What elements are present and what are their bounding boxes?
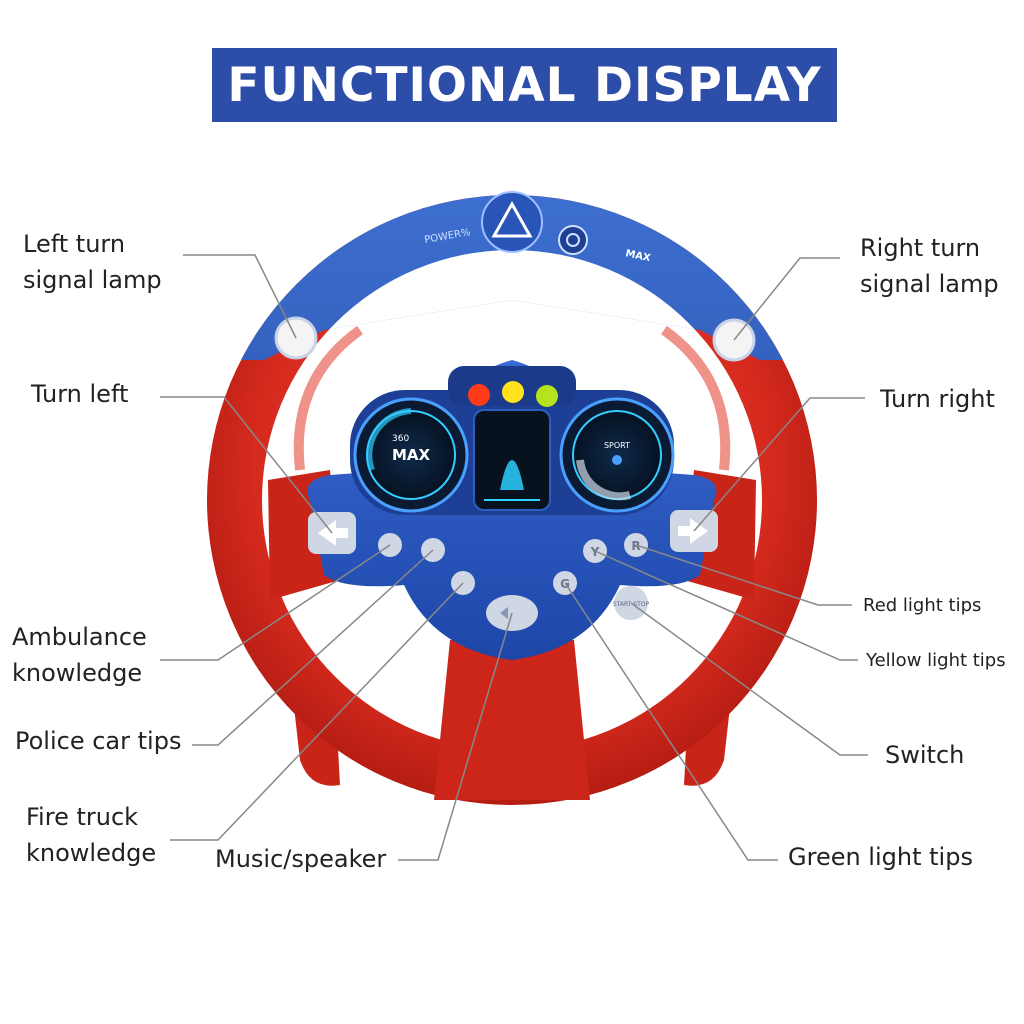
label-line: Right turn — [860, 234, 981, 262]
left-turn-lamp-label: Left turn signal lamp — [23, 226, 162, 298]
right-gauge: SPORT — [559, 397, 675, 513]
label-line: knowledge — [12, 659, 143, 687]
right-gauge-label: SPORT — [604, 441, 630, 450]
right-turn-lamp-label: Right turn signal lamp — [860, 230, 999, 302]
green-light-icon — [536, 385, 558, 407]
red-light-label: Red light tips — [863, 595, 982, 616]
left-gauge: 360 MAX — [353, 397, 469, 513]
label-line: Ambulance — [12, 623, 147, 651]
police-label: Police car tips — [15, 727, 182, 755]
fire-truck-label: Fire truck knowledge — [26, 799, 156, 871]
max-text: MAX — [624, 248, 651, 264]
yellow-light-label: Yellow light tips — [866, 650, 1006, 671]
label-line: signal lamp — [23, 266, 162, 294]
turn-right-label: Turn right — [880, 385, 995, 413]
left-gauge-value: 360 — [392, 434, 409, 444]
gauge-center-icon — [612, 455, 622, 465]
left-gauge-label: MAX — [392, 446, 431, 464]
leader-lines — [160, 254, 868, 861]
label-line: Left turn — [23, 230, 126, 258]
switch-button-text: START STOP — [613, 601, 650, 608]
music-label: Music/speaker — [215, 845, 387, 873]
red-button-letter: R — [631, 539, 640, 553]
turn-left-label: Turn left — [31, 380, 129, 408]
switch-label: Switch — [885, 741, 965, 769]
red-light-icon — [468, 384, 490, 406]
ambulance-label: Ambulance knowledge — [12, 619, 147, 691]
yellow-light-icon — [502, 381, 524, 403]
car-icon — [500, 460, 524, 490]
center-screen — [473, 409, 551, 511]
label-line: knowledge — [26, 839, 157, 867]
title-banner: FUNCTIONAL DISPLAY — [212, 48, 837, 122]
label-line: signal lamp — [860, 270, 999, 298]
traffic-lights — [468, 381, 558, 407]
label-line: Fire truck — [26, 803, 139, 831]
green-light-label: Green light tips — [788, 843, 973, 871]
title-text: FUNCTIONAL DISPLAY — [227, 57, 822, 113]
yellow-button-letter: Y — [590, 545, 600, 559]
